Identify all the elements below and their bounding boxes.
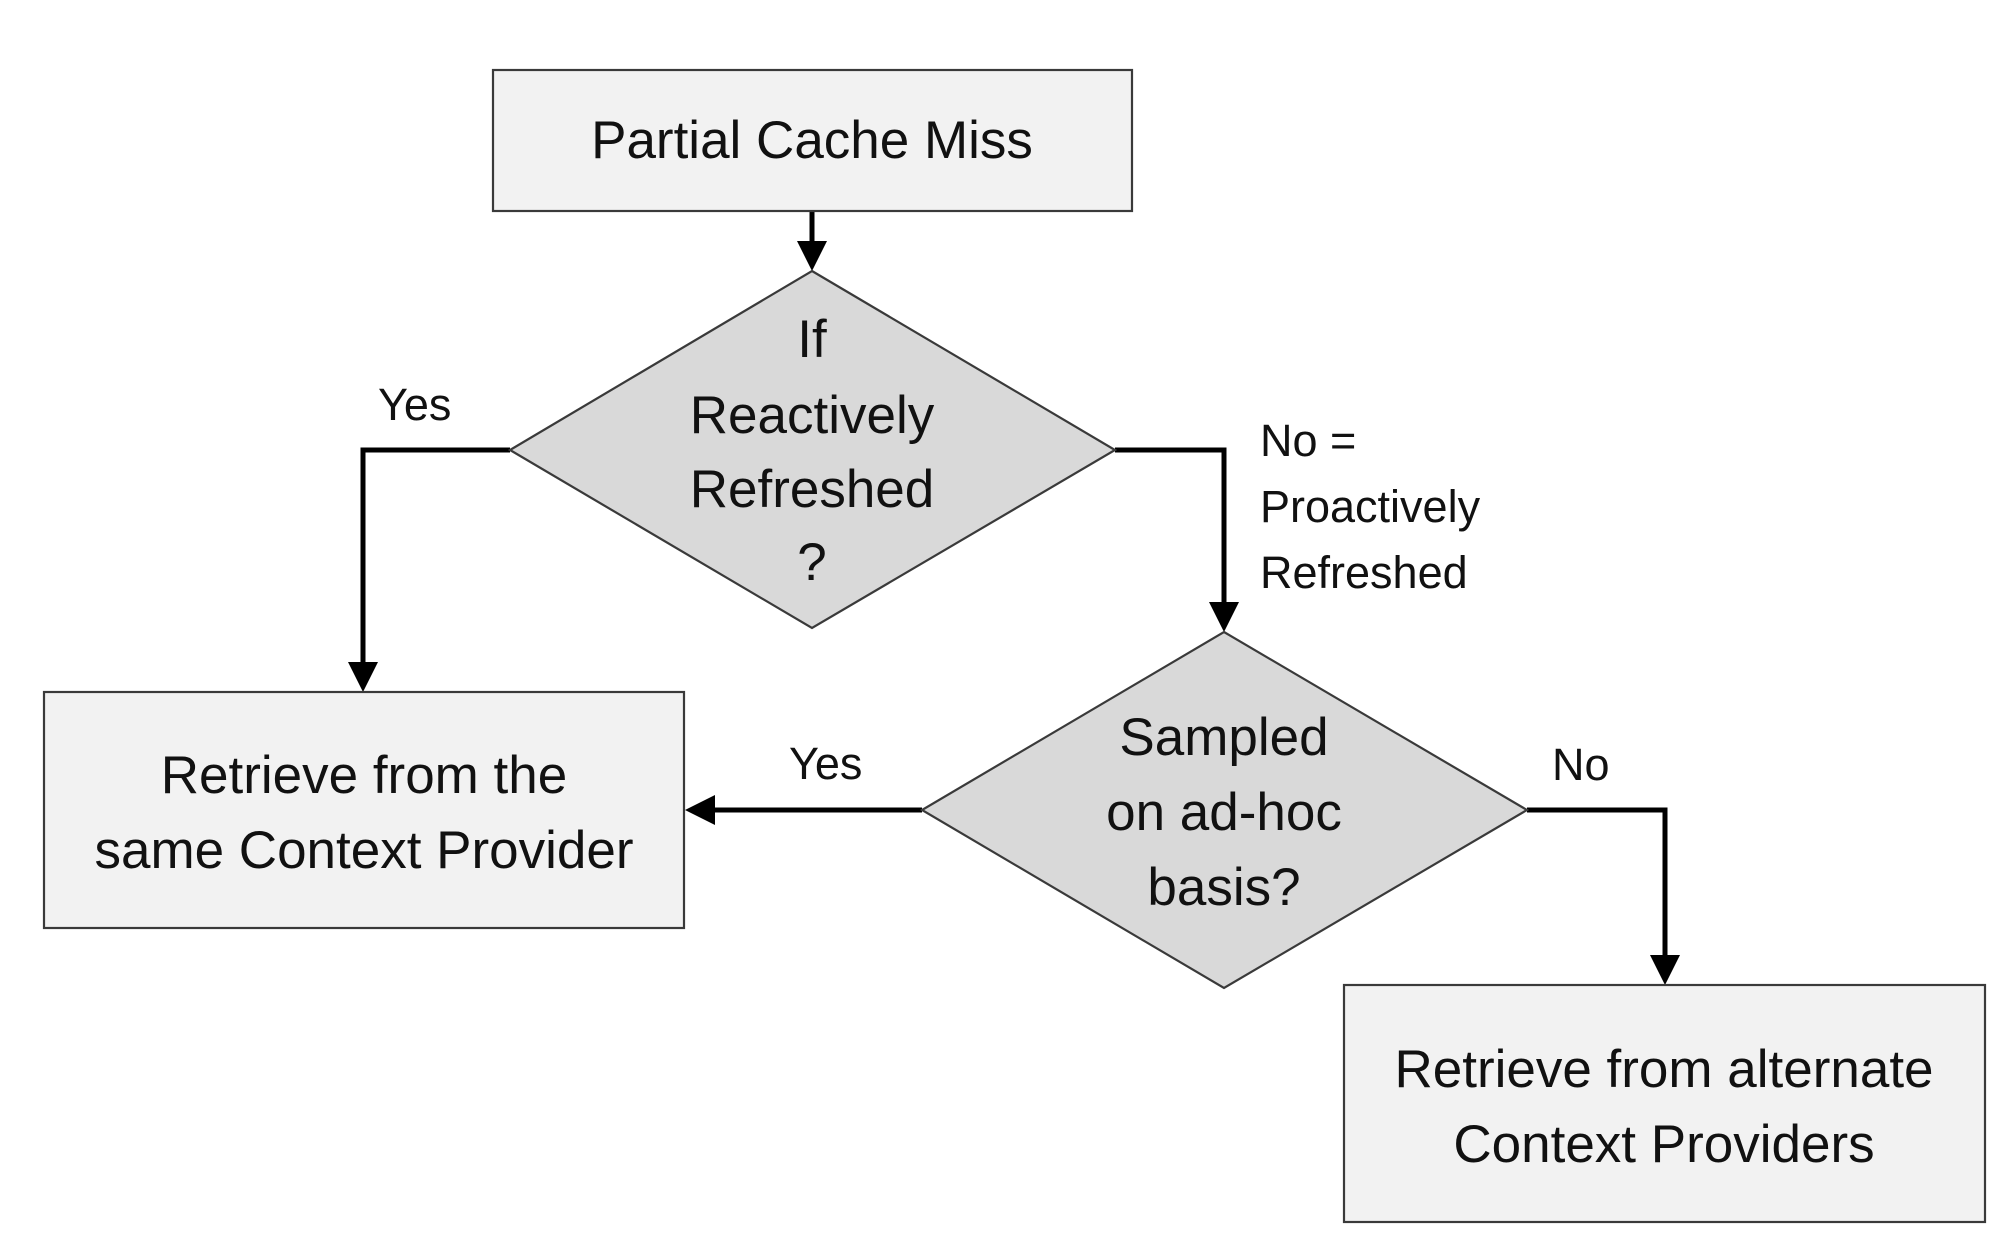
reactive-no-label-line-2: Proactively <box>1260 481 1481 532</box>
retrieve-alternate-line-2: Context Providers <box>1453 1115 1874 1174</box>
sampled-no-label: No <box>1552 739 1610 790</box>
decision-sampled-line-2: on ad-hoc <box>1106 783 1342 842</box>
decision-reactive-line-3: Refreshed <box>690 460 935 519</box>
decision-reactive-line-4: ? <box>797 533 826 592</box>
retrieve-same-line-1: Retrieve from the <box>161 746 567 805</box>
start-node-label: Partial Cache Miss <box>591 111 1033 170</box>
decision-reactive-node: If Reactively Refreshed ? <box>507 269 1118 630</box>
retrieve-same-node: Retrieve from the same Context Provider <box>42 690 686 930</box>
decision-sampled-line-3: basis? <box>1147 858 1300 917</box>
retrieve-alternate-line-1: Retrieve from alternate <box>1394 1040 1933 1099</box>
reactive-no-label-line-1: No = <box>1260 415 1356 466</box>
arrow-reactive-no <box>1115 447 1239 632</box>
arrow-sampled-no <box>1527 807 1680 985</box>
reactive-yes-label: Yes <box>378 379 451 430</box>
sampled-yes-label: Yes <box>789 738 862 789</box>
reactive-no-label-line-3: Refreshed <box>1260 547 1468 598</box>
edges <box>348 211 1680 985</box>
retrieve-same-line-2: same Context Provider <box>94 821 633 880</box>
arrow-reactive-yes <box>348 447 510 692</box>
decision-sampled-line-1: Sampled <box>1119 708 1328 767</box>
decision-sampled-node: Sampled on ad-hoc basis? <box>919 630 1530 990</box>
decision-reactive-line-1: If <box>797 310 827 369</box>
start-node: Partial Cache Miss <box>491 68 1134 213</box>
decision-reactive-line-2: Reactively <box>690 386 935 445</box>
retrieve-alternate-node: Retrieve from alternate Context Provider… <box>1342 983 1987 1224</box>
edge-labels: Yes No = Proactively Refreshed Yes No <box>378 379 1610 790</box>
